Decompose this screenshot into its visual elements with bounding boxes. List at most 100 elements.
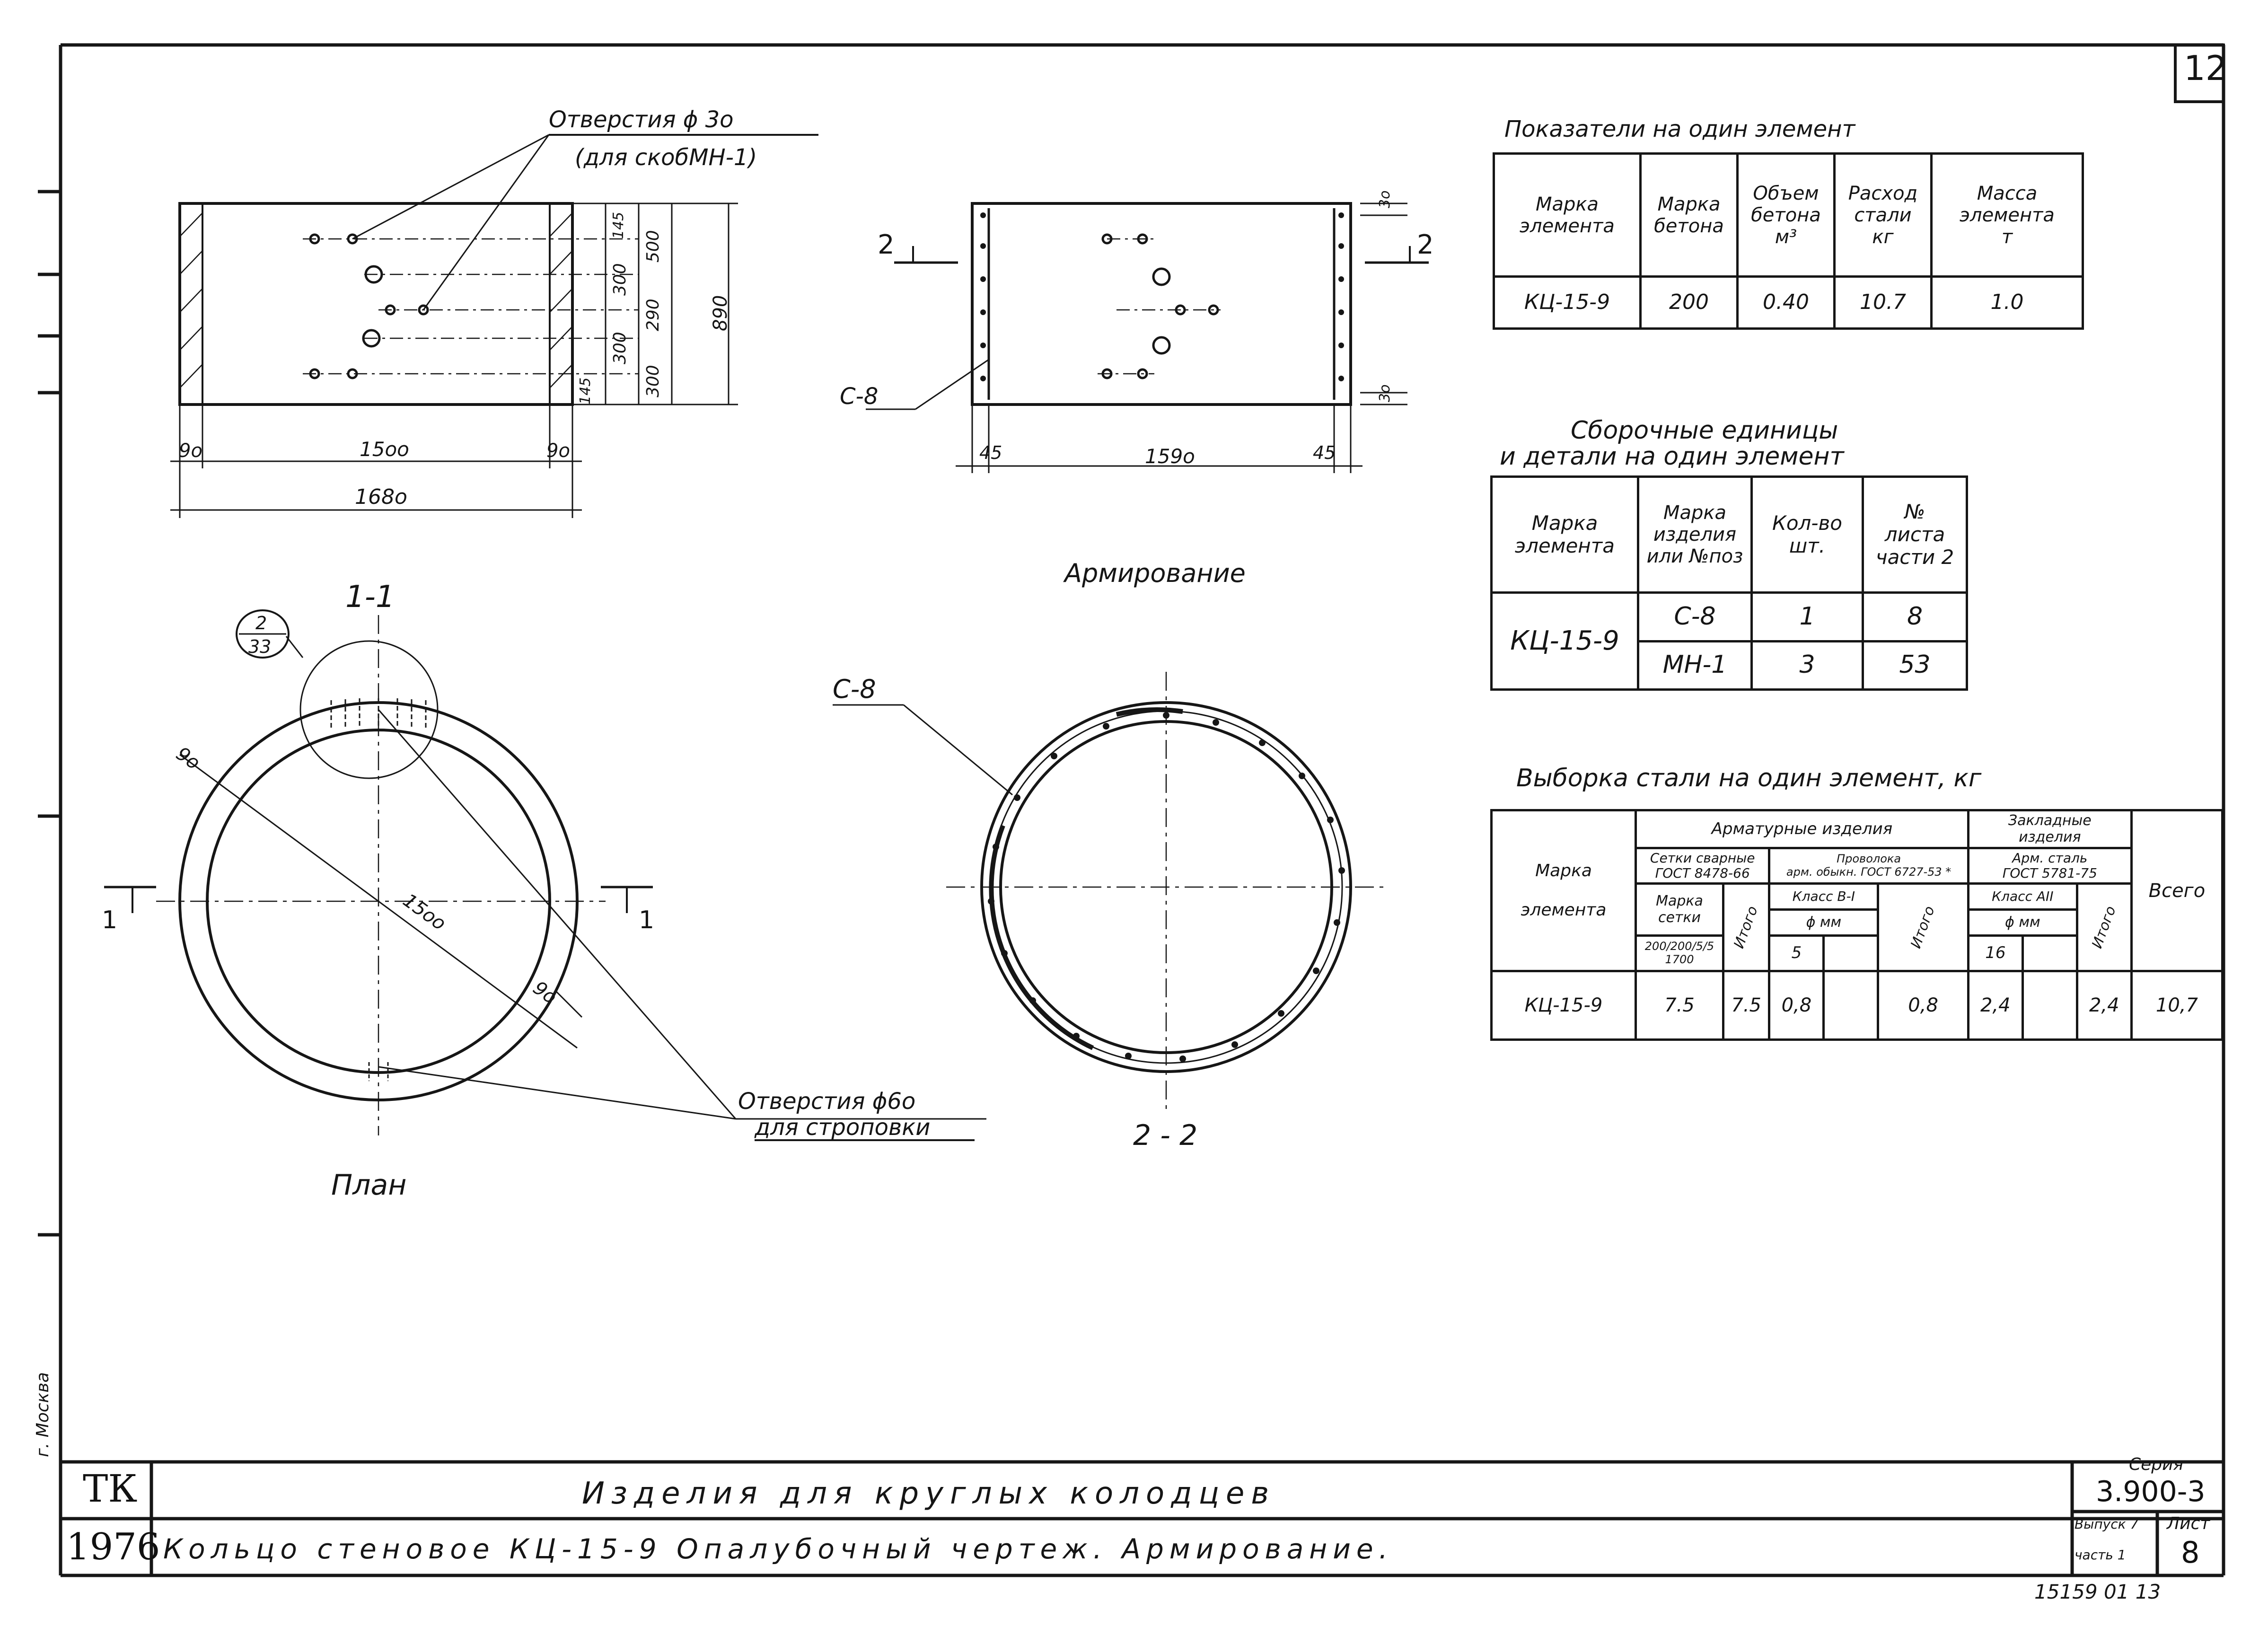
st-h-rebar-products: Арматурные изделия [1635, 809, 1969, 849]
dim-rebar-left: 45 [979, 442, 1002, 463]
asm-qty-1: 1 [1750, 591, 1864, 642]
assembly-title-1: Сборочные единицы [1571, 416, 1838, 445]
plan-view [104, 609, 986, 1141]
st-h-d16-empty [2021, 934, 2078, 972]
plan-title: План [331, 1169, 407, 1202]
dim-wall-left: 9о [179, 440, 202, 462]
ind-mass: 1.0 [1930, 275, 2084, 330]
sheet-corner-box [2174, 44, 2225, 103]
asm-qty-2: 3 [1750, 640, 1864, 691]
st-h-phi-rod: ϕ мм [1967, 908, 2078, 937]
st-h-wire-itogo: Итого [1877, 882, 1969, 972]
mesh-label-ring: С-8 [833, 674, 876, 704]
st-rod-16: 2,4 [1967, 970, 2024, 1041]
ind-concrete: 200 [1639, 275, 1739, 330]
asm-product-1: С-8 [1637, 591, 1753, 642]
st-h-rod-itogo: Итого [2075, 882, 2133, 972]
st-grand-total: 10,7 [2130, 970, 2224, 1041]
dim-inner: 15оо [360, 438, 409, 461]
dim-top-300a: 300 [610, 263, 630, 296]
asm-element: КЦ-15-9 [1490, 591, 1639, 691]
st-h-class-b: Класс В-I [1768, 882, 1880, 911]
callout-holes30-line1: Отверстия ϕ 3о [549, 106, 734, 133]
ind-element: КЦ-15-9 [1493, 275, 1642, 330]
st-wire-5: 0,8 [1768, 970, 1825, 1041]
title-reinforcement: Армирование [1064, 558, 1246, 588]
st-element: КЦ-15-9 [1490, 970, 1637, 1041]
tb-subtitle: Кольцо стеновое КЦ-15-9 Опалубочный черт… [163, 1533, 1394, 1565]
dim-top-300b: 300 [610, 332, 630, 364]
section-title-1-1: 1-1 [345, 580, 395, 615]
section-2-2 [833, 672, 1386, 1112]
st-h-total: Всего [2130, 809, 2224, 972]
dim-top-300c: 300 [643, 365, 663, 397]
dim-overall: 168о [355, 485, 407, 509]
dim-cover-bottom: 3о [1377, 384, 1393, 402]
tb-archive-number: 15159 01 13 [2034, 1580, 2161, 1603]
tb-main-title: Изделия для круглых колодцев [582, 1476, 1276, 1511]
st-mesh: 7.5 [1635, 970, 1724, 1041]
asm-sheet-2: 53 [1862, 640, 1968, 691]
asm-product-2: МН-1 [1637, 640, 1753, 691]
st-h-d16: 16 [1967, 934, 2024, 972]
st-h-d5-empty [1822, 934, 1880, 972]
section-title-2-2: 2 - 2 [1133, 1119, 1198, 1152]
assembly-title-2: и детали на один элемент [1500, 442, 1844, 471]
dim-rebar-mid: 159о [1145, 445, 1195, 468]
dim-cover-top: 3о [1377, 190, 1393, 208]
tb-issue-label-2: часть 1 [2075, 1547, 2126, 1563]
asm-sheet-1: 8 [1862, 591, 1968, 642]
callout-holes60-line1: Отверстия ϕ6о [738, 1088, 916, 1115]
tb-issue-label-1: Выпуск 7 [2075, 1516, 2139, 1532]
dim-top-145a: 145 [610, 211, 627, 239]
st-h-phi-wire: ϕ мм [1768, 908, 1880, 937]
dim-top-890: 890 [710, 295, 731, 331]
elevation-view [170, 134, 818, 518]
st-wire-total: 0,8 [1877, 970, 1969, 1041]
st-mesh-total: 7.5 [1722, 970, 1771, 1041]
node-ref-bottom: 33 [248, 636, 272, 657]
dim-top-145b: 145 [577, 377, 594, 405]
tb-series-label: Серия [2129, 1455, 2184, 1474]
dim-top-500: 500 [643, 230, 663, 263]
tb-org: ТК [83, 1467, 138, 1511]
callout-holes30-line2: (для скобМН-1) [575, 144, 757, 171]
cut-mark-right: 1 [639, 906, 655, 934]
section-mark-right: 2 [1417, 229, 1434, 260]
ind-volume: 0.40 [1736, 275, 1836, 330]
section-mark-left: 2 [878, 229, 895, 260]
cut-mark-left: 1 [102, 906, 118, 934]
steel-title: Выборка стали на один элемент, кг [1516, 764, 1982, 792]
sheet-frame [38, 43, 2225, 1577]
reinforcement-elevation [866, 202, 1429, 473]
st-h-d5: 5 [1768, 934, 1825, 972]
tb-sheet: 8 [2181, 1535, 2200, 1570]
st-rod-empty [2021, 970, 2078, 1041]
sheet-corner-number: 12 [2184, 48, 2227, 88]
indicators-title: Показатели на один элемент [1504, 116, 1855, 142]
ind-steel: 10.7 [1833, 275, 1933, 330]
callout-holes60-line2: для строповки [755, 1114, 931, 1141]
tb-year: 1976 [66, 1526, 160, 1568]
city-note: г. Москва [33, 1372, 53, 1457]
st-h-mesh-itogo: Итого [1722, 882, 1771, 972]
dim-wall-right: 9о [546, 440, 570, 462]
tb-series: 3.900-3 [2096, 1475, 2206, 1508]
